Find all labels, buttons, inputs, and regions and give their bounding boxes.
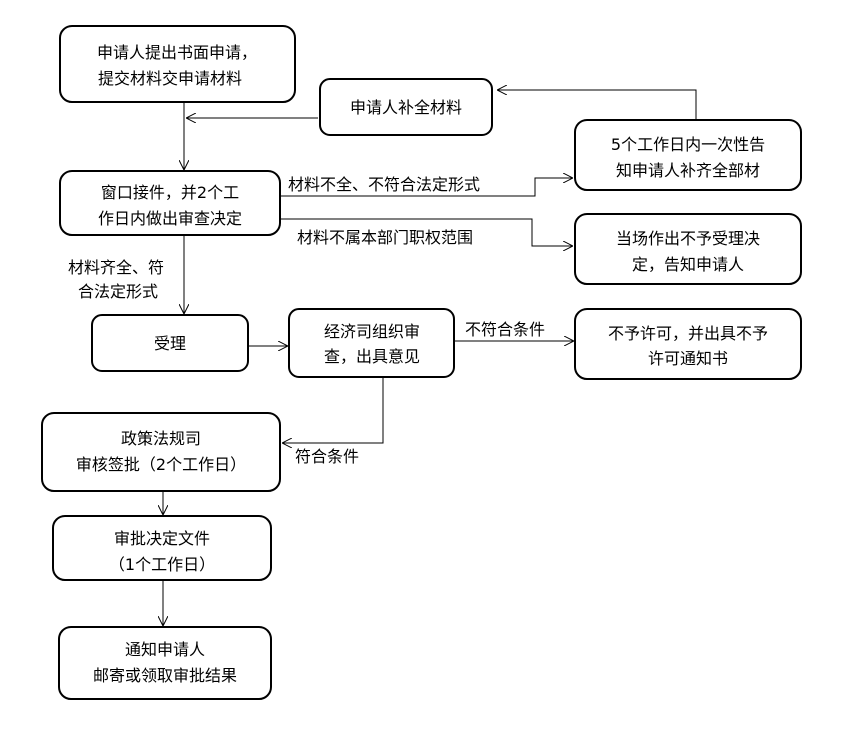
node-policy-approve: 政策法规司 审核签批（2个工作日） <box>41 412 281 492</box>
node-approval-doc-line1: 审批决定文件 <box>114 529 210 548</box>
node-window-receive-line1: 窗口接件，并2个工 <box>101 183 239 202</box>
node-window-receive-line2: 作日内做出审查决定 <box>98 209 242 228</box>
edge-notify-to-supplement <box>497 90 697 120</box>
node-econ-review-line1: 经济司组织审 <box>324 322 420 341</box>
node-accept-line1: 受理 <box>154 334 186 353</box>
edge-label-not-qualified: 不符合条件 <box>465 320 545 339</box>
node-deny-line2: 许可通知书 <box>648 349 728 368</box>
node-policy-approve-line2: 审核签批（2个工作日） <box>76 455 246 474</box>
node-approval-doc: 审批决定文件 （1个工作日） <box>52 515 272 581</box>
node-window-receive: 窗口接件，并2个工 作日内做出审查决定 <box>59 170 281 236</box>
node-submit-line2: 提交材料交申请材料 <box>98 69 242 88</box>
node-notify-result-line1: 通知申请人 <box>125 640 205 659</box>
node-accept: 受理 <box>91 314 249 372</box>
node-submit: 申请人提出书面申请， 提交材料交申请材料 <box>59 25 296 103</box>
node-supplement: 申请人补全材料 <box>319 78 493 136</box>
node-reject-on-spot-line1: 当场作出不予受理决 <box>616 229 760 248</box>
node-notify-supplement-line1: 5个工作日内一次性告 <box>611 135 765 154</box>
edge-label-complete-line1: 材料齐全、符 <box>68 258 164 277</box>
node-notify-supplement-line2: 知申请人补齐全部材 <box>616 161 760 180</box>
node-deny-line1: 不予许可，并出具不予 <box>608 324 768 343</box>
node-notify-supplement: 5个工作日内一次性告 知申请人补齐全部材 <box>574 119 802 191</box>
edge-label-complete-line2: 合法定形式 <box>78 282 158 301</box>
connectors <box>163 90 697 626</box>
node-reject-on-spot-line2: 定，告知申请人 <box>632 255 744 274</box>
node-reject-on-spot: 当场作出不予受理决 定，告知申请人 <box>574 213 802 285</box>
edge-window-to-reject <box>281 218 573 246</box>
edge-econ-to-policy <box>282 377 384 443</box>
node-notify-result: 通知申请人 邮寄或领取审批结果 <box>58 626 272 700</box>
node-deny: 不予许可，并出具不予 许可通知书 <box>574 308 802 380</box>
edge-label-out-of-scope: 材料不属本部门职权范围 <box>297 228 473 247</box>
node-econ-review: 经济司组织审 查，出具意见 <box>288 308 455 378</box>
edge-label-incomplete: 材料不全、不符合法定形式 <box>288 175 480 194</box>
node-econ-review-line2: 查，出具意见 <box>324 347 420 366</box>
node-approval-doc-line2: （1个工作日） <box>109 555 215 574</box>
edge-window-to-notify <box>281 178 573 197</box>
node-supplement-line1: 申请人补全材料 <box>350 98 462 117</box>
node-submit-line1: 申请人提出书面申请， <box>97 43 257 62</box>
node-notify-result-line2: 邮寄或领取审批结果 <box>93 666 237 685</box>
node-policy-approve-line1: 政策法规司 <box>121 429 201 448</box>
edge-label-qualified: 符合条件 <box>295 447 359 466</box>
